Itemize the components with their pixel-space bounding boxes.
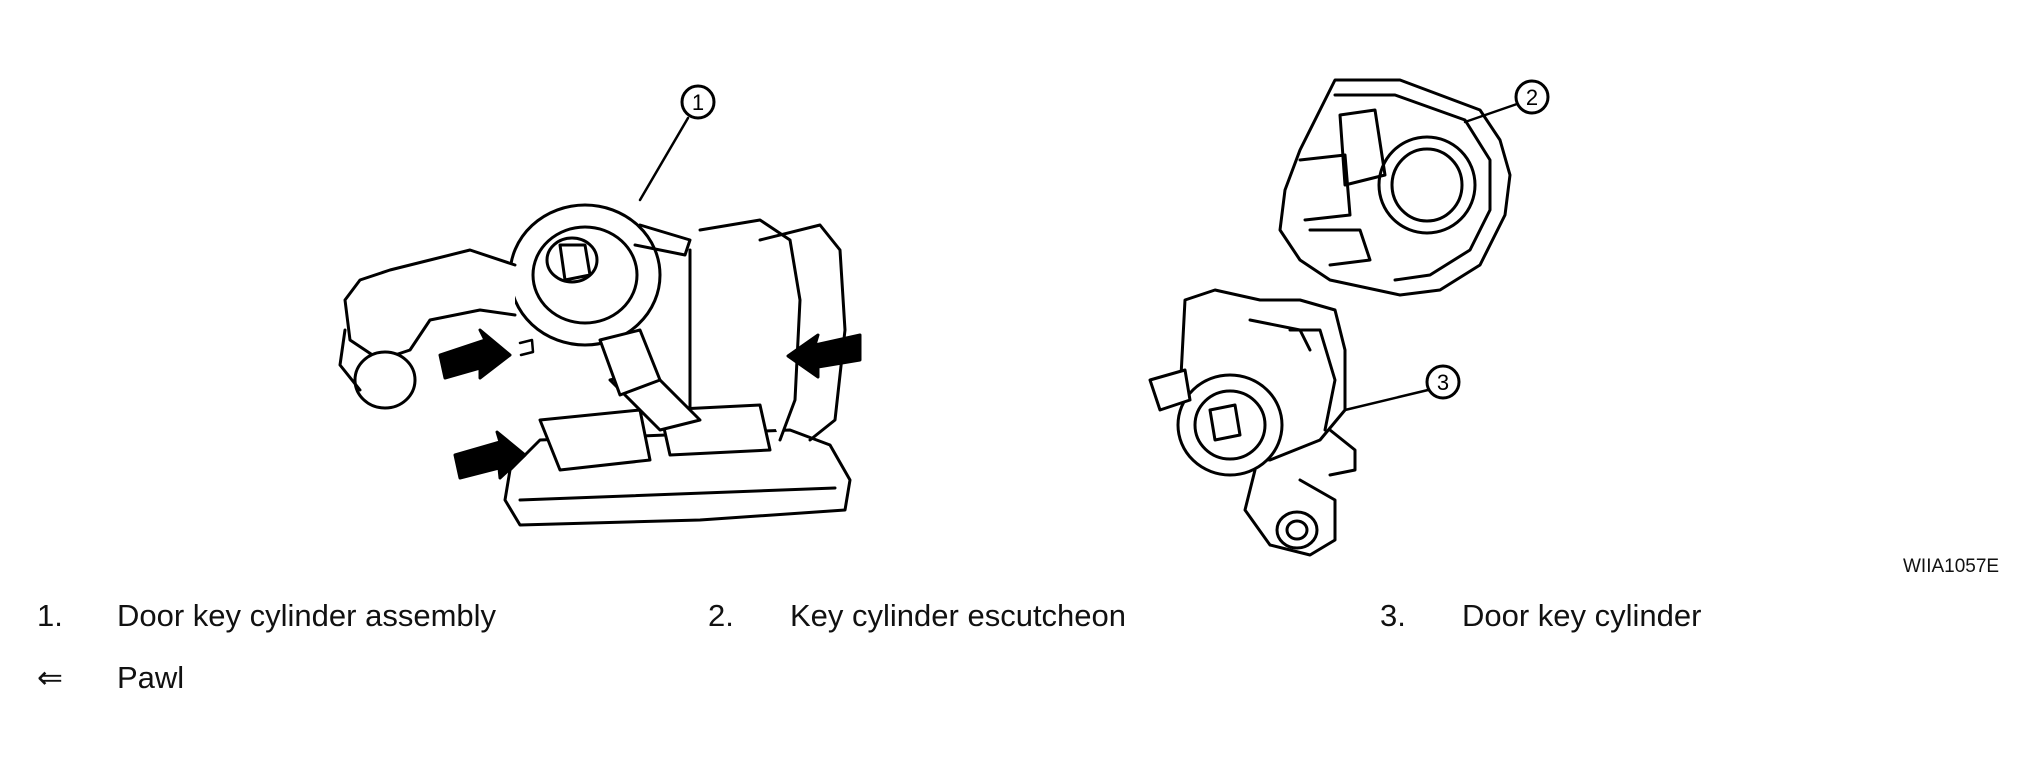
- callout-1: 1: [692, 90, 704, 115]
- legend-label: Pawl: [117, 660, 185, 695]
- door-key-cylinder-drawing: [1148, 288, 1461, 557]
- callout-2: 2: [1526, 85, 1538, 110]
- key-cylinder-escutcheon-drawing: [1278, 78, 1550, 297]
- callout-3: 3: [1437, 370, 1449, 395]
- legend-label: Key cylinder escutcheon: [790, 598, 1127, 633]
- legend-number: 1.: [37, 598, 63, 633]
- legend-label: Door key cylinder assembly: [117, 598, 497, 633]
- figure-code: WIIA1057E: [1903, 556, 2000, 577]
- legend-label: Door key cylinder: [1462, 598, 1702, 633]
- door-key-cylinder-assembly-drawing: [338, 84, 862, 527]
- legend-number: 2.: [708, 598, 734, 633]
- left-arrow-icon: ⇐: [37, 660, 63, 695]
- legend-number: 3.: [1380, 598, 1406, 633]
